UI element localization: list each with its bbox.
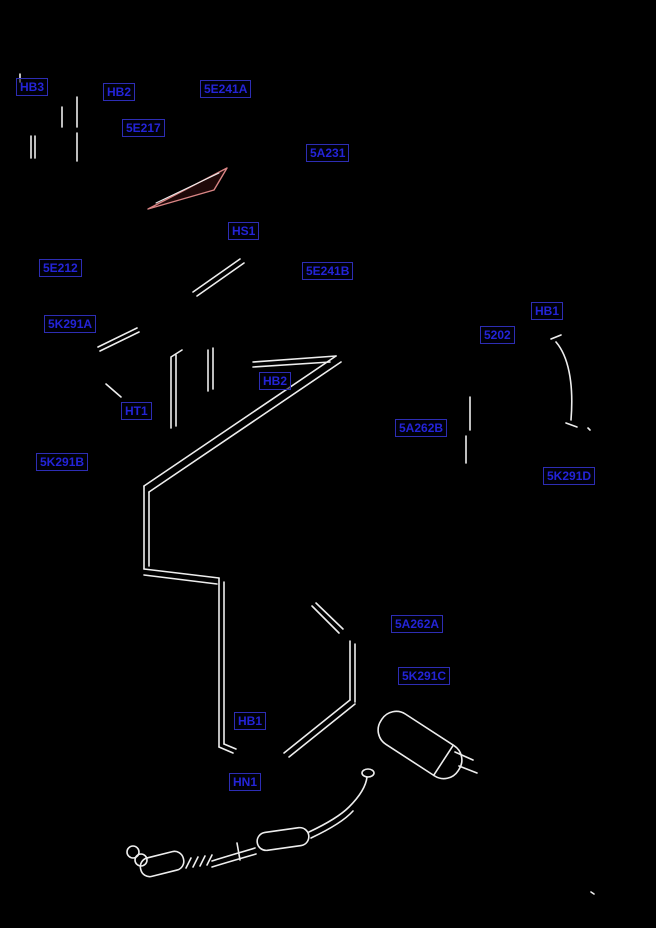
hanger-5a262b — [465, 396, 471, 464]
part-label-5a262b[interactable]: 5A262B — [395, 419, 448, 437]
part-label-5k291c[interactable]: 5K291C — [398, 667, 451, 685]
part-label-5e241b[interactable]: 5E241B — [302, 262, 354, 280]
part-label-hb1-right[interactable]: HB1 — [531, 302, 564, 320]
main-pipe — [143, 355, 342, 754]
part-label-hb2-top[interactable]: HB2 — [103, 83, 136, 101]
catalytic-converter — [139, 850, 185, 878]
part-label-5k291a[interactable]: 5K291A — [44, 315, 97, 333]
tail-pipe — [308, 776, 368, 839]
mid-pipe — [211, 847, 257, 868]
inlet-ring — [126, 845, 140, 859]
part-label-5e212[interactable]: 5E212 — [39, 259, 82, 277]
bottom-exhaust-assembly — [126, 768, 375, 878]
part-label-5k291d[interactable]: 5K291D — [543, 467, 596, 485]
flange — [361, 768, 375, 778]
rod-5k291a — [97, 327, 140, 398]
flex-section — [185, 854, 213, 869]
part-label-ht1[interactable]: HT1 — [121, 402, 152, 420]
part-label-hs1[interactable]: HS1 — [228, 222, 260, 240]
part-label-5a262a[interactable]: 5A262A — [391, 615, 444, 633]
lower-pipe-pieces — [283, 602, 356, 758]
bracket-ht1 — [170, 347, 214, 429]
resonator — [256, 826, 310, 852]
muffler-shape — [377, 710, 478, 780]
part-label-5a231[interactable]: 5A231 — [306, 144, 350, 162]
part-label-5e241a[interactable]: 5E241A — [200, 80, 252, 98]
part-label-5k291b[interactable]: 5K291B — [36, 453, 89, 471]
part-label-hb3[interactable]: HB3 — [16, 78, 49, 96]
part-label-5202[interactable]: 5202 — [480, 326, 515, 344]
heat-shield-sliver — [147, 167, 228, 210]
part-label-5e217[interactable]: 5E217 — [122, 119, 165, 137]
curved-pipe-5202 — [550, 334, 591, 431]
small-mark — [590, 891, 595, 895]
pipe-segment-hs1 — [192, 258, 245, 297]
part-label-hb2-mid[interactable]: HB2 — [259, 372, 292, 390]
part-label-hn1[interactable]: HN1 — [229, 773, 262, 791]
part-label-hb1-lower[interactable]: HB1 — [234, 712, 267, 730]
